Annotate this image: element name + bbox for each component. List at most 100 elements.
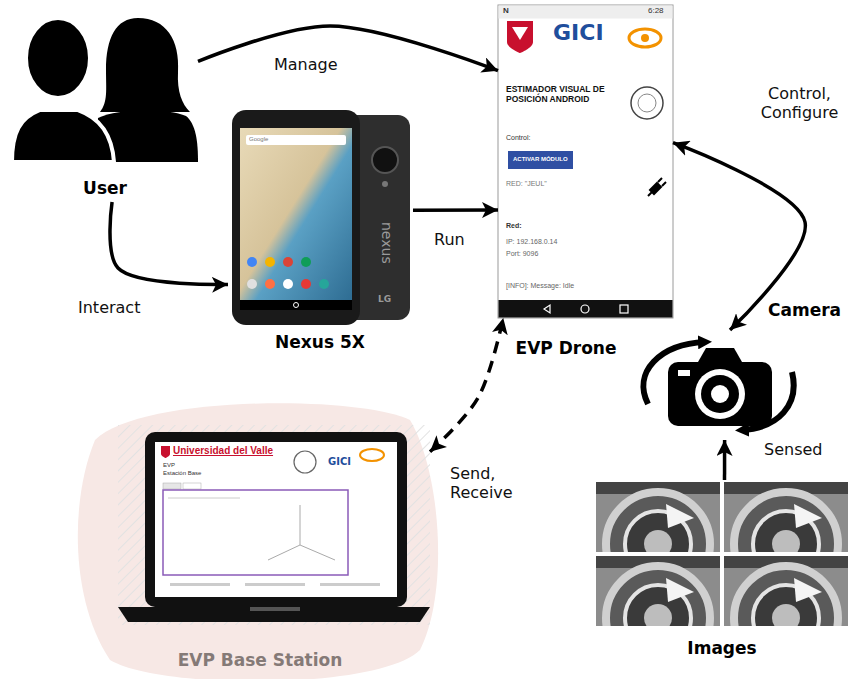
nav-recent <box>620 305 628 313</box>
university-name: Universidad del Valle <box>173 445 273 457</box>
node-label: Nexus 5X <box>275 332 365 352</box>
search-bar <box>246 135 346 145</box>
university-shield <box>507 21 533 53</box>
nav-bar <box>240 300 352 310</box>
orange-logo-dot <box>641 34 649 42</box>
brand-text: LG <box>378 294 391 305</box>
round-logo <box>631 87 663 119</box>
section-label: Red: <box>506 222 522 230</box>
connector <box>430 318 503 452</box>
screen-frame <box>498 5 673 318</box>
app-icon <box>265 257 275 267</box>
app-icon <box>283 279 293 289</box>
camera-lens <box>711 385 729 403</box>
image-grid <box>596 482 848 670</box>
app-icon <box>301 257 311 267</box>
app-icon <box>301 279 311 289</box>
network-name: RED: "JEUL" <box>506 180 547 188</box>
edge-label: Sensed <box>762 440 824 459</box>
rotate-arrow <box>643 342 705 404</box>
edge-label: Run <box>432 230 467 249</box>
phone-illustration <box>232 110 410 325</box>
text-line <box>168 498 240 499</box>
connector <box>198 26 498 71</box>
app-icon <box>319 279 329 289</box>
orange-logo <box>629 29 661 47</box>
edge-label: Interact <box>76 298 142 317</box>
hatch-ground <box>118 425 430 625</box>
section-label: Control: <box>506 134 531 142</box>
edge-label: Control, Configure <box>745 84 854 122</box>
footer-dots <box>170 583 230 586</box>
node-label: User <box>83 178 127 198</box>
panel-border <box>163 490 348 575</box>
edge-label: Send, Receive <box>448 464 532 502</box>
round-logo-inner <box>638 94 656 112</box>
camera-icon <box>643 342 793 430</box>
footer-dots <box>245 583 305 586</box>
male-body <box>12 110 114 162</box>
pink-blob <box>78 403 438 679</box>
axis <box>268 545 300 560</box>
status-time: 6:28 <box>648 6 664 16</box>
nav-home <box>294 303 299 308</box>
user-icon <box>12 18 198 162</box>
laptop-illustration <box>78 403 438 679</box>
node-label: Images <box>687 638 756 658</box>
images-node: Images <box>596 480 848 628</box>
node-label: EVP Drone <box>516 338 617 358</box>
app-screenshot <box>498 5 673 318</box>
female-hair <box>100 18 190 112</box>
connector <box>110 202 228 285</box>
camera-lens <box>695 369 745 419</box>
ip-address: IP: 192.168.0.14 <box>506 238 557 246</box>
phone-front <box>232 110 360 325</box>
status-bar <box>499 6 673 19</box>
node-label: Camera <box>768 300 841 320</box>
camera-top <box>698 348 742 362</box>
app-icon <box>265 279 275 289</box>
logo-text: GICI <box>553 20 604 46</box>
nav-bar <box>499 300 673 318</box>
node-label: ACTIVAR MÓDULO <box>513 156 568 163</box>
search-text: Google <box>249 136 268 143</box>
orange-logo <box>360 449 384 461</box>
laptop-base <box>118 607 430 622</box>
connector <box>723 440 727 480</box>
axis <box>300 505 301 545</box>
brand-text: nexus <box>378 222 395 264</box>
round-logo <box>294 451 316 473</box>
app-name: EVP <box>163 462 175 469</box>
university-shield <box>161 446 170 458</box>
camera-node: Camera <box>622 330 802 440</box>
app-icon <box>247 257 257 267</box>
rotate-arrow <box>742 372 794 430</box>
phone-camera <box>372 147 398 173</box>
app-icon <box>283 257 293 267</box>
app-icon <box>247 279 257 289</box>
male-head <box>26 18 90 98</box>
user-node: User <box>10 12 198 202</box>
logo-text: GICI <box>328 456 351 468</box>
nav-home <box>581 305 589 313</box>
tab <box>183 483 201 489</box>
nav-back <box>544 305 550 313</box>
footer-dots <box>320 583 380 586</box>
shield-mark <box>512 27 528 40</box>
port-number: Port: 9096 <box>506 250 538 258</box>
camera-flash <box>678 370 690 376</box>
connector <box>413 208 498 212</box>
laptop-screen <box>155 442 397 597</box>
status-message: [INFO]: Message: Idle <box>506 282 574 290</box>
camera-lens <box>701 375 739 413</box>
phone-flash <box>382 181 388 187</box>
app-button: ACTIVAR MÓDULO <box>508 151 573 169</box>
app-node: EVP DroneACTIVAR MÓDULO <box>498 5 673 318</box>
laptop-notch <box>250 607 300 611</box>
camera-body <box>668 362 772 426</box>
phone-screen <box>240 128 352 308</box>
axis <box>300 545 335 560</box>
app-title: ESTIMADOR VISUAL DE POSICIÓN ANDROID <box>506 84 624 104</box>
